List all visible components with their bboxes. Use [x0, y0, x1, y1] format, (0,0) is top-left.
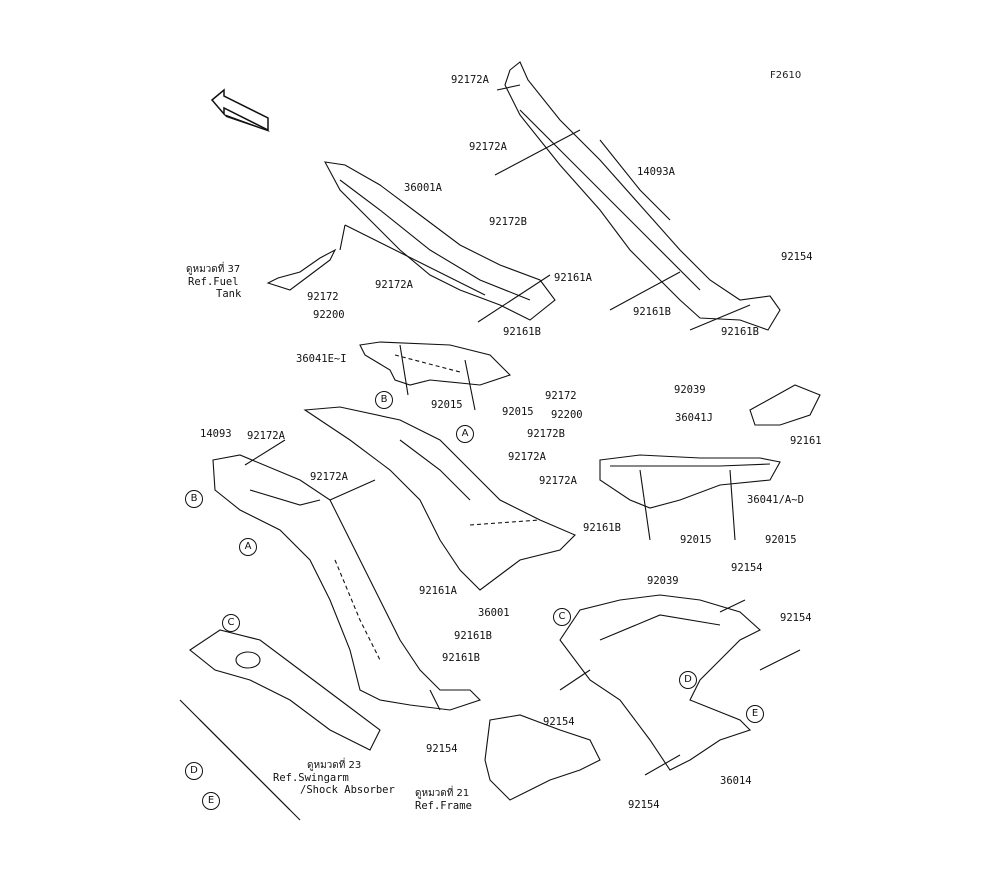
part-label[interactable]: 92154 — [426, 743, 458, 755]
callout-e: E — [202, 792, 220, 810]
part-14093A-shape — [504, 61, 781, 331]
part-label[interactable]: 92015 — [431, 399, 463, 411]
ref-frame-line1: Ref.Frame — [415, 800, 472, 812]
part-label[interactable]: 92039 — [647, 575, 679, 587]
part-36041J-shape — [749, 384, 821, 426]
part-36014-shape — [559, 594, 761, 771]
ref-fuel-tank-line2: Tank — [216, 288, 242, 300]
part-label[interactable]: 92161B — [503, 326, 541, 338]
part-label[interactable]: 36014 — [720, 775, 752, 787]
part-label[interactable]: 14093 — [200, 428, 232, 440]
part-label[interactable]: 92015 — [680, 534, 712, 546]
part-label[interactable]: 92161 — [790, 435, 822, 447]
callout-b: B — [375, 391, 393, 409]
part-label[interactable]: 92161B — [633, 306, 671, 318]
part-label[interactable]: 92172 — [307, 291, 339, 303]
part-36041E-shape — [359, 341, 512, 386]
part-label[interactable]: 92161A — [554, 272, 592, 284]
ref-swingarm-line1: Ref.Swingarm — [273, 772, 349, 784]
swingarm-ref-shape — [189, 629, 381, 751]
front-arrow-icon — [210, 88, 274, 134]
part-label[interactable]: 92172A — [247, 430, 285, 442]
callout-e: E — [746, 705, 764, 723]
part-label[interactable]: 92200 — [551, 409, 583, 421]
part-label[interactable]: 92172A — [310, 471, 348, 483]
part-label[interactable]: 92172B — [489, 216, 527, 228]
part-label[interactable]: 36041/A~D — [747, 494, 804, 506]
callout-b: B — [185, 490, 203, 508]
callout-a: A — [456, 425, 474, 443]
ref-swingarm-thai: ดูหมวดที่ 23 — [307, 760, 362, 771]
ref-frame-thai: ดูหมวดที่ 21 — [415, 788, 470, 799]
part-36041-shape — [599, 454, 781, 509]
part-label[interactable]: 36041J — [675, 412, 713, 424]
part-label[interactable]: 92161B — [583, 522, 621, 534]
part-label[interactable]: 36001A — [404, 182, 442, 194]
part-label[interactable]: 92015 — [765, 534, 797, 546]
part-label[interactable]: 92039 — [674, 384, 706, 396]
frame-ref-shape — [484, 714, 601, 801]
figure-id: F2610 — [770, 70, 802, 81]
part-label[interactable]: 92200 — [313, 309, 345, 321]
part-label[interactable]: 92172A — [375, 279, 413, 291]
part-label[interactable]: 92154 — [781, 251, 813, 263]
part-label[interactable]: 92154 — [543, 716, 575, 728]
part-36001-shape — [303, 406, 576, 591]
part-36001A-shape — [323, 161, 556, 321]
callout-a: A — [239, 538, 257, 556]
part-label[interactable]: 36001 — [478, 607, 510, 619]
ref-swingarm-line2: /Shock Absorber — [300, 784, 395, 796]
part-label[interactable]: 92172 — [545, 390, 577, 402]
part-label[interactable]: 92154 — [731, 562, 763, 574]
part-label[interactable]: 92161B — [442, 652, 480, 664]
part-label[interactable]: 92161B — [721, 326, 759, 338]
part-label[interactable]: 92161B — [454, 630, 492, 642]
part-label[interactable]: 92154 — [628, 799, 660, 811]
part-14093-shape — [212, 454, 482, 711]
callout-d: D — [679, 671, 697, 689]
ref-fuel-tank-line1: Ref.Fuel — [188, 276, 239, 288]
part-label[interactable]: 92154 — [780, 612, 812, 624]
ref-fuel-tank-thai: ดูหมวดที่ 37 — [186, 264, 241, 275]
callout-c: C — [222, 614, 240, 632]
callout-c: C — [553, 608, 571, 626]
part-label[interactable]: 92172A — [469, 141, 507, 153]
part-label[interactable]: 92172A — [539, 475, 577, 487]
part-label[interactable]: 92172A — [451, 74, 489, 86]
part-label[interactable]: 92161A — [419, 585, 457, 597]
part-label[interactable]: 92172A — [508, 451, 546, 463]
part-label[interactable]: 92172B — [527, 428, 565, 440]
callout-d: D — [185, 762, 203, 780]
part-label[interactable]: 14093A — [637, 166, 675, 178]
part-label[interactable]: 36041E~I — [296, 353, 347, 365]
part-label[interactable]: 92015 — [502, 406, 534, 418]
